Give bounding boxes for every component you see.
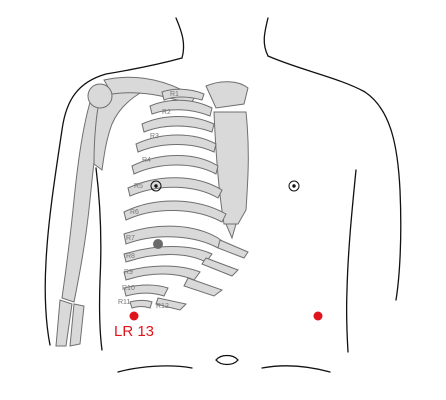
acupoint-label-lr13: LR 13 — [114, 323, 154, 340]
skeleton — [55, 76, 249, 347]
acupoint-lr13-left — [129, 311, 139, 321]
left-shoulder-line — [44, 57, 183, 346]
rib-5 — [131, 155, 219, 175]
rib-2 — [149, 99, 213, 117]
rib-label-1: R1 — [170, 91, 179, 98]
rib-point-marker — [153, 239, 163, 249]
rib-7 — [123, 200, 227, 223]
rib-8 — [123, 225, 227, 249]
neck-right-line — [263, 17, 269, 57]
rib-9 — [123, 246, 213, 263]
rib-12 — [129, 300, 153, 309]
right-flank-line — [345, 169, 357, 353]
right-nipple-marker — [288, 180, 300, 192]
hip-curve-right — [261, 365, 331, 373]
humerus-head — [87, 83, 113, 109]
sternum-body — [213, 111, 249, 225]
left-nipple-dot — [154, 184, 158, 188]
rib-label-9: R9 — [124, 269, 133, 276]
costal-cartilage-11 — [155, 297, 188, 311]
left-nipple-marker — [150, 180, 162, 192]
right-shoulder-line — [267, 55, 402, 301]
costal-cartilage-10 — [183, 277, 224, 297]
body-outline — [44, 17, 402, 373]
rib-label-12: R12 — [156, 303, 169, 310]
xiphoid — [225, 223, 237, 240]
rib-1 — [161, 88, 205, 101]
rib-label-8: R8 — [126, 253, 135, 260]
rib-label-5: R5 — [134, 183, 143, 190]
rib-label-6: R6 — [130, 209, 139, 216]
navel — [215, 354, 239, 366]
acupoint-lr13-right — [313, 311, 323, 321]
rib-label-2: R2 — [162, 109, 171, 116]
costal-cartilage-9 — [201, 257, 239, 277]
rib-label-10: R10 — [122, 285, 135, 292]
rib-label-3: R3 — [150, 133, 159, 140]
neck-left-line — [175, 17, 185, 59]
rib-label-4: R4 — [142, 157, 151, 164]
rib-label-7: R7 — [126, 235, 135, 242]
rib-4 — [135, 134, 217, 153]
rib-11 — [123, 284, 169, 297]
costal-cartilage-8 — [217, 239, 249, 259]
right-nipple-dot — [292, 184, 296, 188]
rib-3 — [141, 116, 215, 133]
left-flank-line — [95, 167, 103, 351]
nipple-markers — [150, 180, 300, 192]
hip-curve-left — [117, 365, 193, 373]
forearm-bone-2 — [69, 303, 85, 347]
forearm-bone — [55, 299, 73, 347]
acupoints: LR 13 — [114, 311, 323, 340]
sternum-manubrium — [205, 81, 249, 109]
rib-label-11: R11 — [118, 299, 130, 306]
rib-labels: R1 R2 R3 R4 R5 R6 R7 R8 R9 R10 R11 R12 — [118, 91, 179, 310]
